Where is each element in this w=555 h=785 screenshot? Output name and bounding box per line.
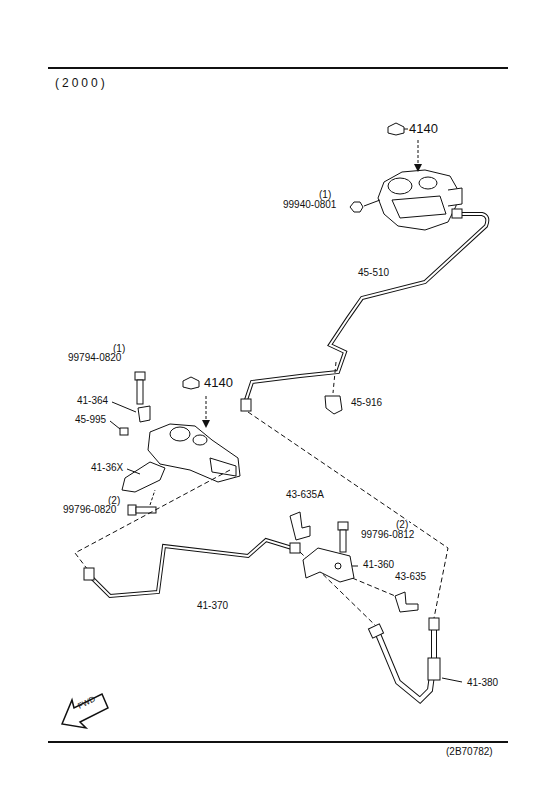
part-number: 99940-0801 [282, 200, 337, 210]
bracket [303, 548, 354, 582]
part-number: 99794-0820 [67, 353, 122, 363]
part-number: 43-635 [394, 572, 427, 582]
bracket [122, 462, 165, 492]
hose [368, 618, 440, 700]
leader-line [352, 566, 358, 567]
clip [395, 592, 418, 612]
leader-line [112, 402, 136, 412]
leader-line [110, 421, 120, 429]
leader-line [150, 490, 155, 505]
page-title: (2000) [55, 76, 108, 90]
pipe [84, 540, 300, 596]
nut [350, 202, 363, 212]
bolt [128, 505, 156, 515]
hand-symbol [183, 377, 199, 389]
clip [138, 406, 150, 422]
leader-line [127, 469, 140, 474]
part-number: 41-364 [76, 396, 109, 406]
part-number: (2) [395, 520, 409, 530]
bolt [338, 522, 348, 552]
part-number: 4140 [408, 122, 439, 135]
part-number: 99796-0820 [62, 505, 117, 515]
part-number: (1) [318, 190, 332, 200]
drawing-number: (2B70782) [446, 746, 493, 757]
assembly-line [248, 412, 448, 618]
part-number: 99796-0812 [360, 530, 415, 540]
part-number: 41-360 [362, 560, 395, 570]
bolt [135, 372, 145, 404]
frame-line [48, 741, 508, 743]
assembly-line [75, 470, 230, 570]
part-number: 43-635A [285, 490, 325, 500]
pipe [241, 209, 487, 411]
frame-line [48, 67, 508, 69]
forward-arrow [62, 694, 108, 728]
part-number: 41-380 [466, 678, 499, 688]
pin [120, 428, 128, 435]
leader-line [442, 678, 462, 682]
part-number: 41-36X [90, 463, 124, 473]
hand-symbol [388, 123, 408, 135]
part-number: 45-916 [350, 398, 383, 408]
master-cylinder [378, 170, 462, 230]
part-number: 41-370 [196, 601, 229, 611]
leader-line [333, 362, 336, 393]
clip [290, 512, 310, 540]
pipe-clip [325, 396, 342, 414]
pointer-arrow [206, 396, 207, 424]
pointer-arrow [418, 140, 419, 168]
part-number: 45-510 [357, 268, 390, 278]
leader-line [364, 200, 380, 206]
part-number: 45-995 [74, 415, 107, 425]
part-number: 4140 [203, 376, 234, 389]
